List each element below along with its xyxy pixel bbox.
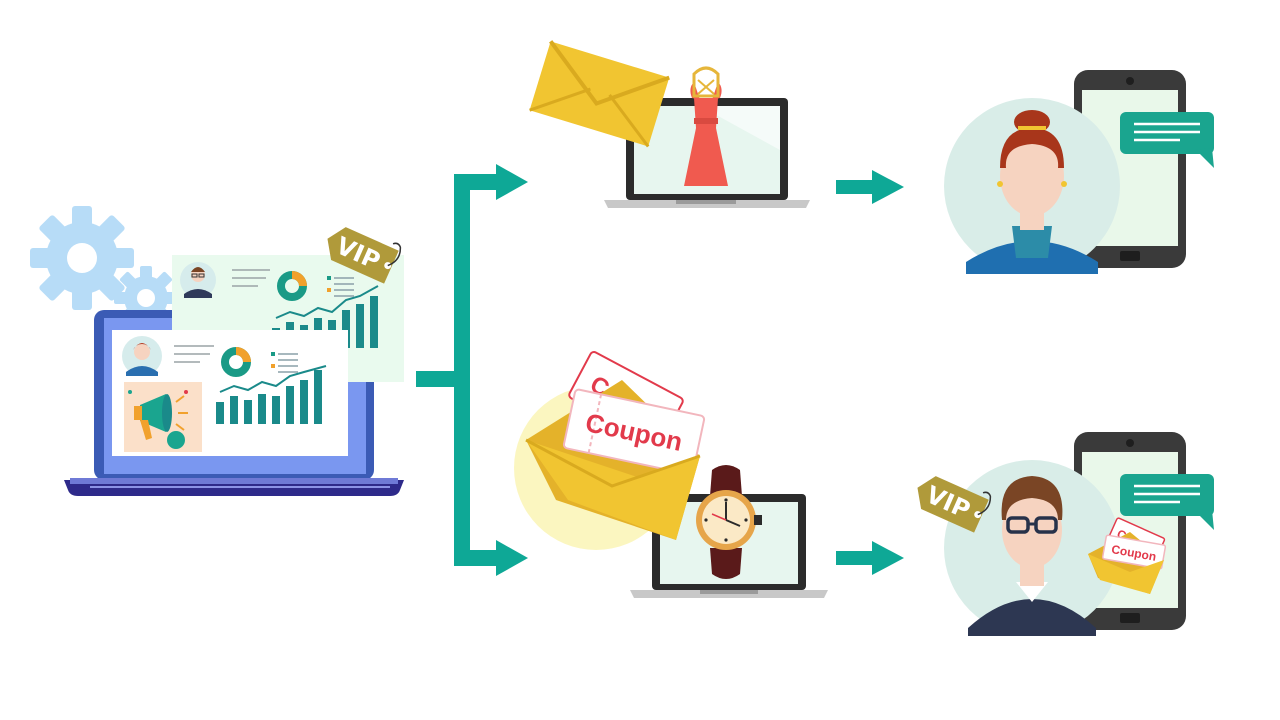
gear-icon (30, 206, 134, 310)
chat-bubble-icon (1120, 474, 1214, 530)
customer-woman-group (944, 70, 1214, 274)
megaphone-icon (124, 382, 202, 452)
dress-icon (684, 66, 728, 186)
dashboard-laptop-group: VIP (30, 206, 404, 496)
arrow-bottom (836, 541, 904, 575)
avatar (944, 98, 1120, 274)
arrow-top (836, 170, 904, 204)
wristwatch-icon (696, 465, 762, 579)
dashboard-panel-front (112, 330, 348, 456)
customer-man-group: VIP Cou Coupon (917, 432, 1214, 636)
avatar (944, 460, 1120, 636)
chat-bubble-icon (1120, 112, 1214, 168)
bottom-channel-group: Cou Coupon (514, 351, 828, 598)
vip-tag: VIP (327, 227, 402, 284)
branch-connector (416, 164, 528, 576)
envelope-icon (529, 40, 670, 148)
avatar (180, 262, 216, 298)
top-channel-group (529, 40, 810, 208)
avatar (122, 336, 162, 376)
coupon-envelope: Cou Coupon (525, 351, 706, 540)
coupon-envelope-small: Cou Coupon (1088, 517, 1167, 594)
